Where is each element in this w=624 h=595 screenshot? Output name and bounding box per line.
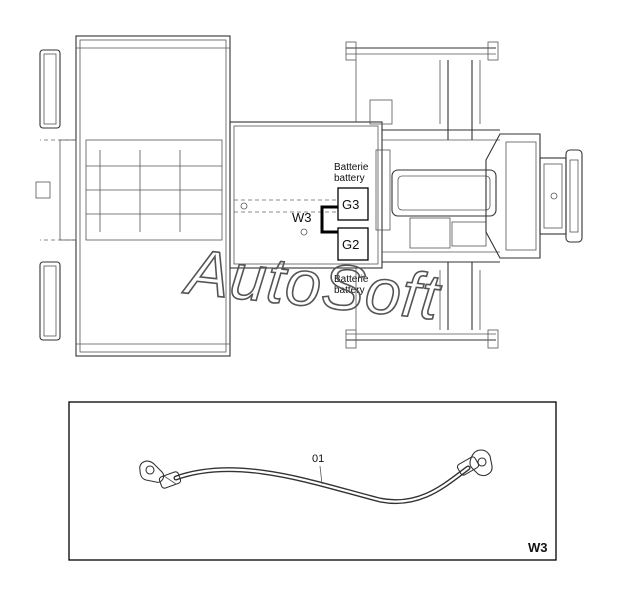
detail-title: W3: [528, 540, 548, 555]
battery-g2: G2: [337, 227, 369, 261]
main-frame: [229, 121, 500, 269]
battery-label-upper: Batterie battery: [334, 162, 371, 184]
rear-housing: [485, 133, 583, 259]
g2-label: G2: [342, 237, 359, 252]
part-callout-01: 01: [312, 453, 324, 465]
w3-cable-bracket: [320, 205, 338, 234]
left-wheels: [35, 49, 77, 341]
cab-section: [40, 35, 231, 357]
w3-callout: W3: [292, 210, 312, 225]
left-terminal-clamp: [139, 460, 182, 489]
battery-g3: G3: [337, 187, 369, 221]
engine-block: [375, 149, 497, 249]
upper-arm-assembly: [345, 41, 499, 140]
part-callout-leader: [319, 465, 323, 485]
autosoft-watermark: AutoSoft: [180, 235, 445, 334]
lower-arm-assembly: [345, 262, 499, 349]
detail-panel: 01 W3: [68, 401, 557, 561]
vehicle-top-view: G3 G2 W3 Batterie battery Batterie batte…: [35, 35, 583, 357]
battery-label-lower: Batterie battery: [334, 274, 371, 296]
g3-label: G3: [342, 197, 359, 212]
right-terminal-clamp: [456, 449, 493, 477]
